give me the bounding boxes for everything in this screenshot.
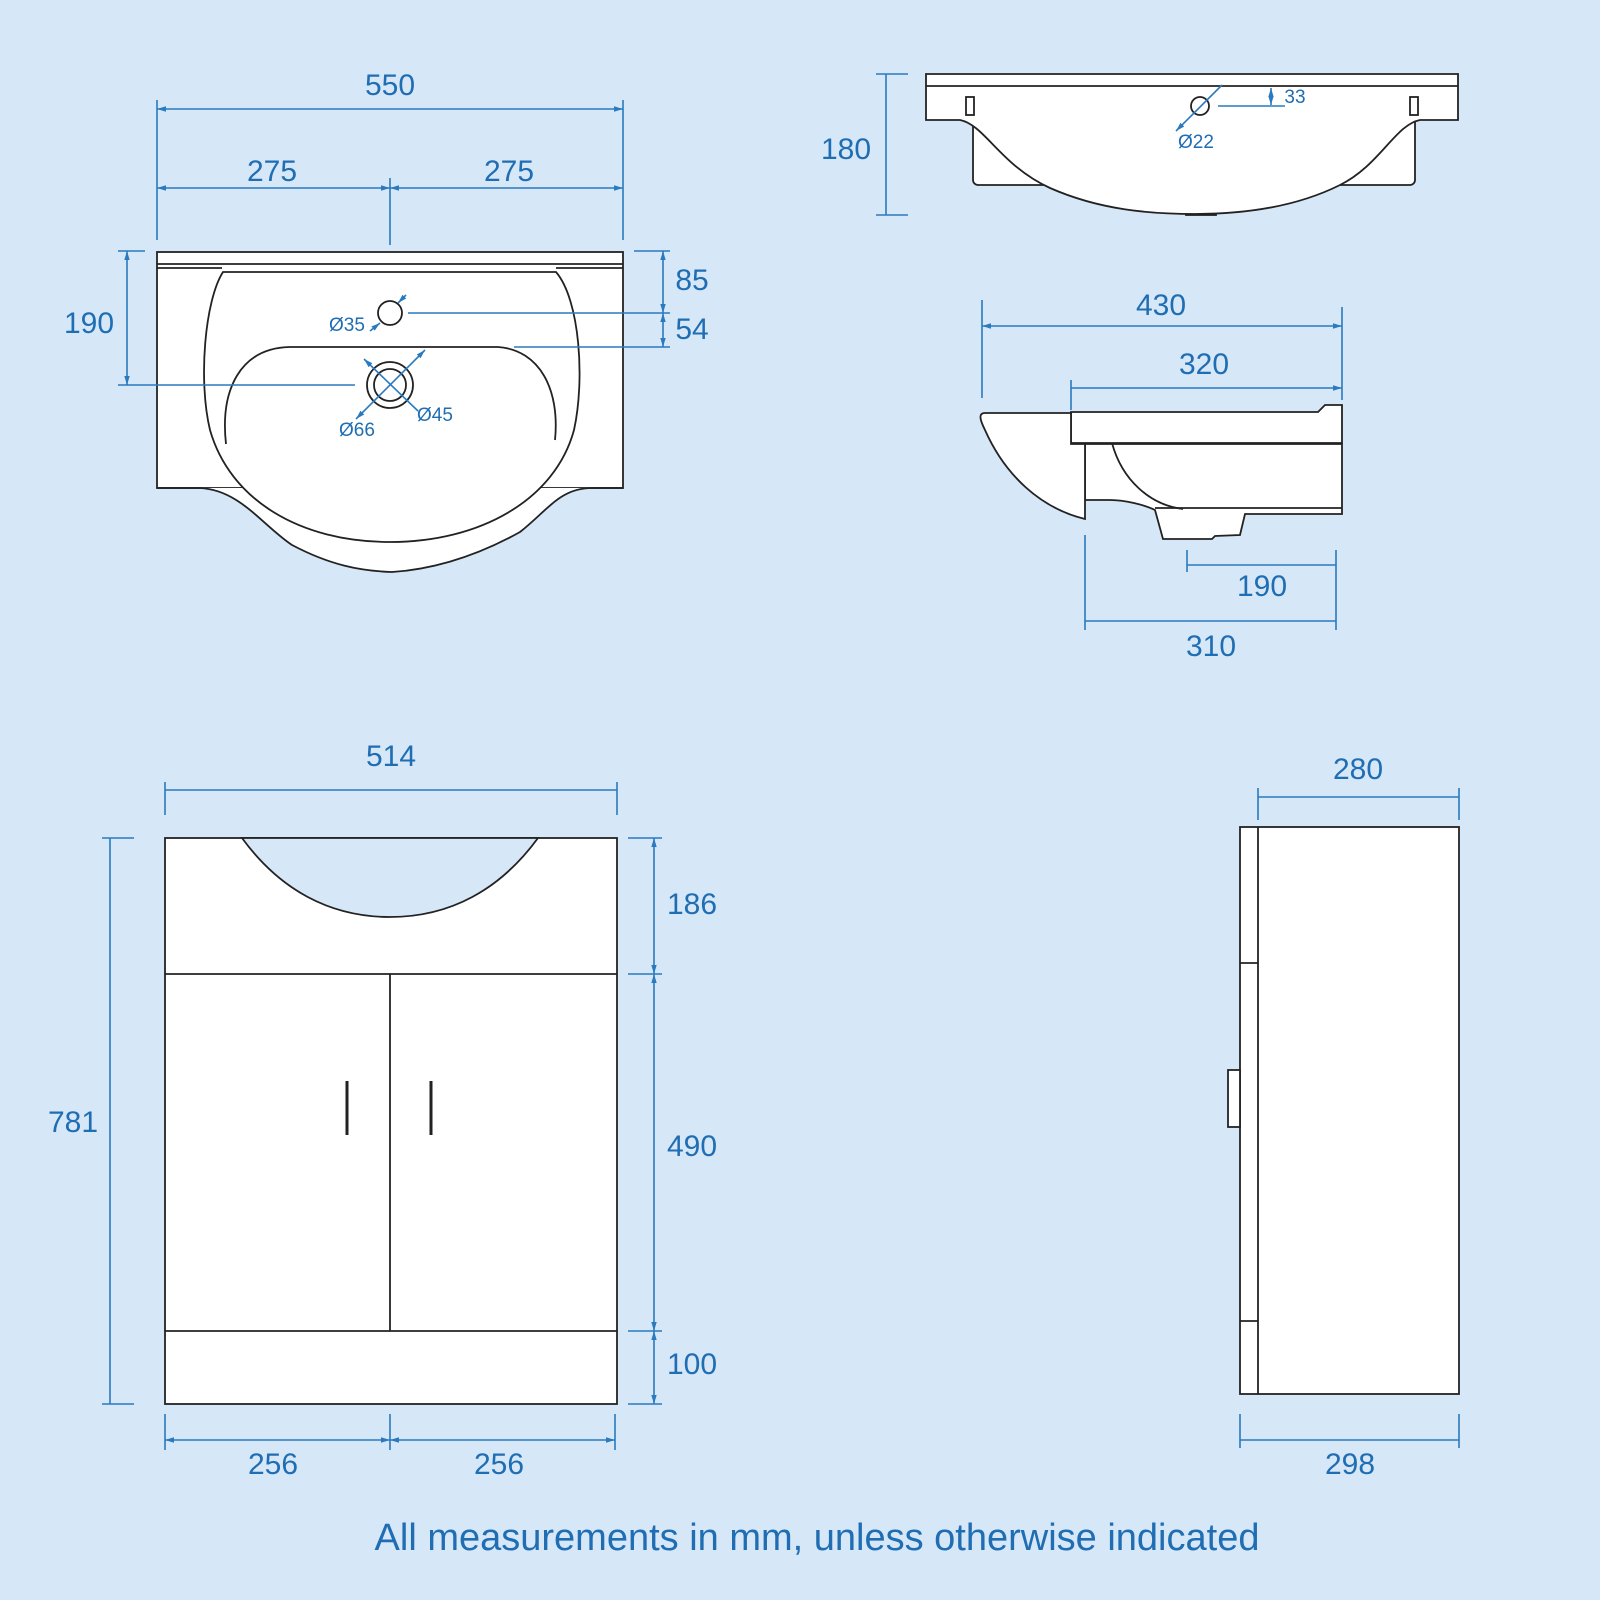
tap-hole (377, 300, 403, 326)
footer-note: All measurements in mm, unless otherwise… (375, 1517, 1260, 1559)
basin-front-view: 33 Ø22 180 (821, 73, 1459, 216)
dim-186: 186 (667, 888, 717, 921)
dim-280: 280 (1333, 753, 1383, 786)
dim-514: 514 (366, 740, 416, 773)
dim-180: 180 (821, 133, 871, 166)
dim-256-left: 256 (248, 1448, 298, 1481)
dim-275-right: 275 (484, 155, 534, 188)
dim-190: 190 (64, 307, 114, 340)
dim-waste-inner: Ø45 (417, 405, 453, 426)
cabinet-front-view: 514 781 186 490 100 256 256 (48, 740, 717, 1481)
dim-310: 310 (1186, 630, 1236, 663)
dim-tap-hole: Ø35 (329, 315, 365, 336)
dim-100: 100 (667, 1348, 717, 1381)
dim-430: 430 (1136, 289, 1186, 322)
dim-550: 550 (365, 69, 415, 102)
dim-275-left: 275 (247, 155, 297, 188)
dim-781: 781 (48, 1106, 98, 1139)
dim-320: 320 (1179, 348, 1229, 381)
basin-top-view: 550 275 275 190 85 54 Ø35 Ø66 Ø45 (64, 69, 709, 573)
dim-33: 33 (1284, 87, 1305, 108)
dim-490: 490 (667, 1130, 717, 1163)
door-handle-side (1227, 1069, 1241, 1128)
dim-256-right: 256 (474, 1448, 524, 1481)
dim-overflow-hole: Ø22 (1178, 132, 1214, 153)
dim-190-side: 190 (1237, 570, 1287, 603)
dim-298: 298 (1325, 1448, 1375, 1481)
dim-waste-outer: Ø66 (339, 420, 375, 441)
dim-54: 54 (675, 313, 708, 346)
cabinet-side-view: 280 298 (1227, 753, 1460, 1481)
basin-side-view: 430 320 190 310 (979, 289, 1343, 663)
dim-85: 85 (675, 264, 708, 297)
